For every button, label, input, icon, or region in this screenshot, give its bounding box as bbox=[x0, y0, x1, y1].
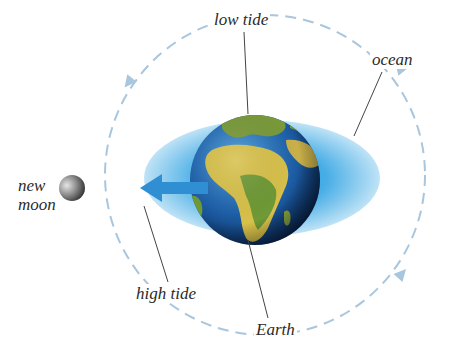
moon-orbit bbox=[105, 15, 425, 335]
label-text: ocean bbox=[370, 50, 415, 69]
orbit-arrows bbox=[120, 59, 411, 282]
leader-lines bbox=[144, 32, 382, 318]
moon bbox=[59, 175, 85, 201]
label-text: high tide bbox=[134, 284, 198, 303]
earth-globe bbox=[190, 113, 324, 245]
label-text: new moon bbox=[16, 176, 70, 214]
label-text: Earth bbox=[254, 320, 297, 339]
label-text: low tide bbox=[212, 10, 270, 29]
pull-arrow bbox=[140, 174, 208, 202]
